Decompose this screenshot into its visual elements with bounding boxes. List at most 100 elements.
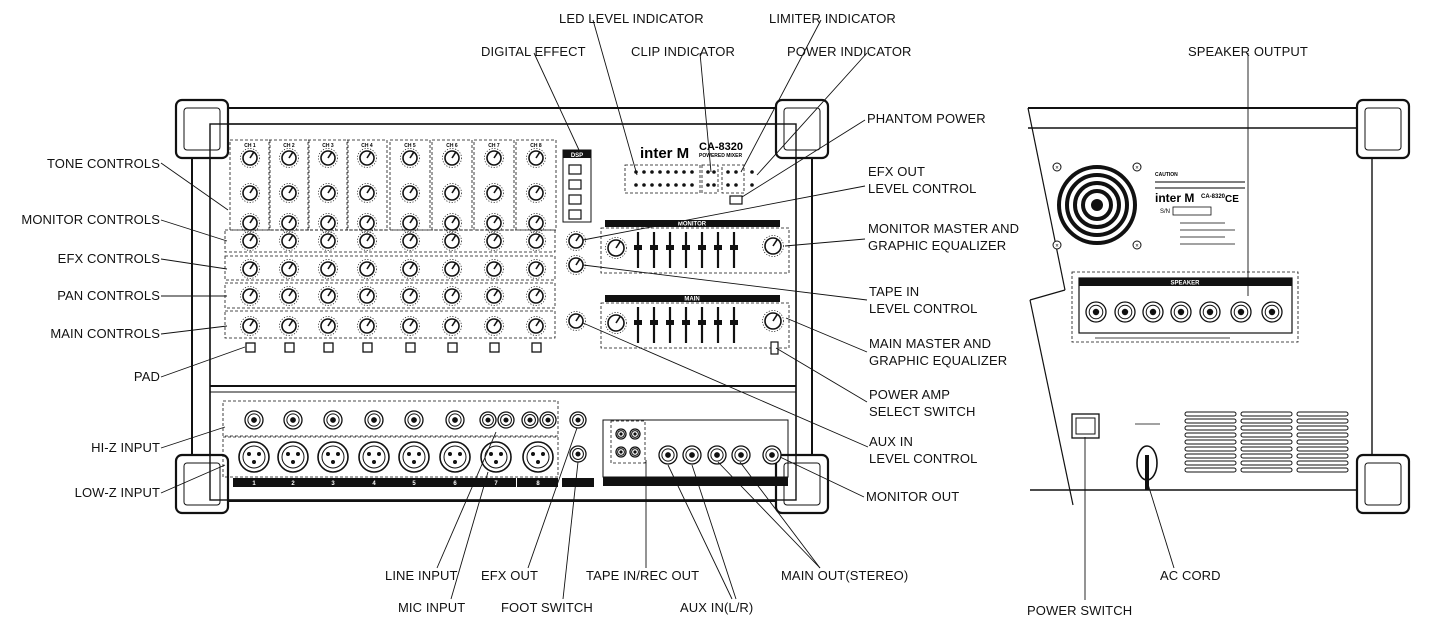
channel-strip: CH 7	[473, 139, 515, 353]
output-jack	[731, 445, 751, 465]
corner-guard-inner	[783, 107, 821, 151]
fan-screw-mark: ×	[1135, 166, 1139, 172]
speaker-jack	[1261, 301, 1283, 323]
eq-slider-cap	[698, 320, 706, 325]
pad-switch	[405, 342, 416, 353]
input-number-plate	[233, 478, 274, 487]
efx-out-knob	[566, 231, 586, 251]
control-knob	[526, 316, 546, 336]
input-number: 7	[494, 481, 498, 487]
rear-model: CA-8320	[1201, 194, 1226, 200]
control-knob	[279, 286, 299, 306]
power-switch-rocker	[1075, 417, 1096, 435]
eq-title-bar	[605, 295, 780, 302]
vent-slot	[1184, 460, 1237, 466]
input-number-plate	[517, 478, 558, 487]
leader-line	[436, 431, 497, 569]
xlr-input	[522, 441, 554, 473]
input-number-plate	[353, 478, 394, 487]
eq-slider-cap	[714, 320, 722, 325]
control-knob	[484, 316, 504, 336]
channel-name: CH 4	[361, 143, 373, 149]
leader-line	[1146, 480, 1175, 569]
leader-line	[592, 19, 638, 176]
led	[712, 183, 716, 187]
hi-z-jack	[283, 410, 303, 430]
control-knob	[357, 231, 377, 251]
vent-slot	[1240, 432, 1293, 438]
corner-guard	[774, 98, 830, 160]
led	[726, 170, 730, 174]
vent-slot	[1296, 425, 1349, 431]
control-knob	[484, 286, 504, 306]
led	[682, 170, 686, 174]
control-knob	[357, 259, 377, 279]
label-pad: PAD	[133, 369, 160, 384]
leader-line	[691, 464, 737, 600]
phantom-switch	[729, 195, 743, 205]
vent-slot	[1240, 425, 1293, 431]
xlr-input	[398, 441, 430, 473]
label-low-z-input: LOW-Z INPUT	[74, 485, 160, 500]
leader-line	[785, 317, 868, 353]
label-pan-controls: PAN CONTROLS	[57, 288, 160, 303]
led	[650, 183, 654, 187]
channel-strip: CH 3	[307, 139, 349, 353]
dsp-button	[568, 164, 582, 175]
tone-knob	[279, 148, 299, 168]
rca-jack	[629, 428, 641, 440]
input-number-plate	[393, 478, 434, 487]
leader-line	[582, 185, 866, 241]
control-knob	[357, 286, 377, 306]
eq-slider-cap	[650, 320, 658, 325]
label-foot-switch: FOOT SWITCH	[501, 600, 593, 615]
rear-corner-guard	[1355, 453, 1411, 515]
eq-slider-cap	[666, 320, 674, 325]
rear-sn-box	[1172, 206, 1212, 216]
tone-knob	[357, 183, 377, 203]
fan-screw	[1132, 240, 1142, 250]
label-monitor-master-1: MONITOR MASTER AND	[868, 221, 1020, 236]
control-knob	[279, 231, 299, 251]
dsp-button	[568, 194, 582, 205]
vent-slot	[1296, 446, 1349, 452]
leader-line	[160, 258, 228, 270]
tone-knob	[484, 213, 504, 233]
eq-title: MAIN	[684, 297, 699, 303]
label-monitor-master-2: GRAPHIC EQUALIZER	[868, 238, 1007, 253]
label-power-indicator: POWER INDICATOR	[787, 44, 912, 59]
speaker-jack	[1085, 301, 1107, 323]
leader-line	[739, 461, 821, 569]
output-jack	[762, 445, 782, 465]
tone-knob	[279, 183, 299, 203]
control-knob	[484, 231, 504, 251]
vent-slot	[1296, 411, 1349, 417]
eq-slider-cap	[730, 245, 738, 250]
xlr-input	[277, 441, 309, 473]
master-knob	[762, 310, 784, 332]
tone-knob	[318, 183, 338, 203]
vent-slot	[1184, 432, 1237, 438]
tone-knob	[484, 148, 504, 168]
dsp-button	[568, 179, 582, 190]
channel-strip: CH 5	[389, 139, 431, 353]
eq-slider-cap	[650, 245, 658, 250]
label-tape-in-level-2: LEVEL CONTROL	[869, 301, 978, 316]
dsp-title: DSP	[571, 153, 583, 159]
fan-screw-mark: ×	[1135, 244, 1139, 250]
channel-name: CH 7	[488, 143, 500, 149]
rca-jack	[615, 446, 627, 458]
eq-title: MONITOR	[678, 222, 707, 228]
leader-line	[450, 471, 489, 600]
led	[712, 170, 716, 174]
control-knob	[442, 286, 462, 306]
leader-line	[582, 264, 868, 301]
channel-strip: CH 6	[431, 139, 473, 353]
tone-knob	[279, 213, 299, 233]
vent-slot	[1296, 418, 1349, 424]
eq-slider-cap	[634, 320, 642, 325]
tone-knob	[240, 148, 260, 168]
tone-knob	[442, 183, 462, 203]
led	[750, 170, 754, 174]
